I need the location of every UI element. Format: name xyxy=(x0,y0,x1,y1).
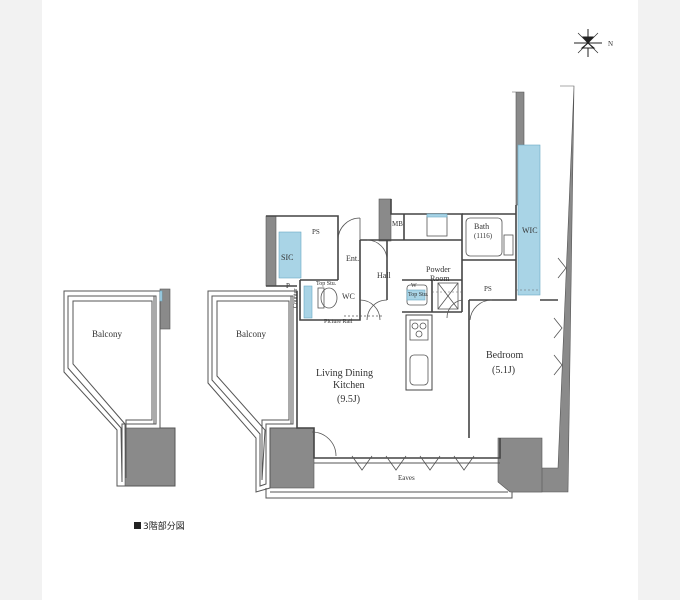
ps-right-label: PS xyxy=(484,285,492,293)
w-label: W xyxy=(411,283,417,289)
balcony-right-label: Balcony xyxy=(236,329,266,339)
bath-size-label: (1116) xyxy=(474,232,493,240)
p-label: P xyxy=(286,282,290,290)
bath-fixtures xyxy=(317,215,514,310)
black-square-icon xyxy=(134,522,141,529)
counter-label: Counter xyxy=(293,288,299,308)
ps-top-label: PS xyxy=(312,228,320,236)
bedroom-label: Bedroom xyxy=(486,350,524,361)
ldk-label-2: Kitchen xyxy=(333,380,365,391)
floor-plan-sheet: Balcony Balcony SIC PS Ent. MB Bath (111… xyxy=(42,0,638,600)
floor-footnote-text: 3階部分図 xyxy=(143,522,185,532)
wc-label: WC xyxy=(342,292,355,301)
balcony-left-frame xyxy=(63,290,176,487)
ldk-label-1: Living Dining xyxy=(316,368,373,379)
top-stu-label-1: Top Stu. xyxy=(316,281,337,287)
eaves-label: Eaves xyxy=(398,474,415,482)
entrance-label: Ent. xyxy=(346,254,360,263)
interior-walls xyxy=(266,199,558,459)
floor-plan-drawing xyxy=(63,29,602,499)
top-stu-label-2: Top Stu. xyxy=(408,292,429,298)
bedroom-size-label: (5.1J) xyxy=(492,365,516,376)
wic-label: WIC xyxy=(522,226,538,235)
picture-rail-label: Picture Rail xyxy=(324,319,353,325)
hall-label: Hall xyxy=(377,271,391,280)
sic-label: SIC xyxy=(281,253,294,262)
structural-walls xyxy=(124,85,575,493)
mb-label: MB xyxy=(392,220,403,228)
ldk-size-label: (9.5J) xyxy=(337,394,361,405)
door-swings xyxy=(311,217,567,471)
compass-rose-icon xyxy=(574,29,602,57)
floor-footnote: 3階部分図 xyxy=(134,519,185,532)
balcony-left-label: Balcony xyxy=(92,329,122,339)
powder-room-label-2: Room xyxy=(430,274,450,283)
powder-room-label-1: Powder xyxy=(426,265,451,274)
compass-north-label: N xyxy=(608,40,614,48)
bath-label: Bath xyxy=(474,222,490,231)
kitchen-fixtures xyxy=(344,315,429,386)
storage-areas xyxy=(159,144,541,319)
hidden-lines xyxy=(432,289,540,293)
